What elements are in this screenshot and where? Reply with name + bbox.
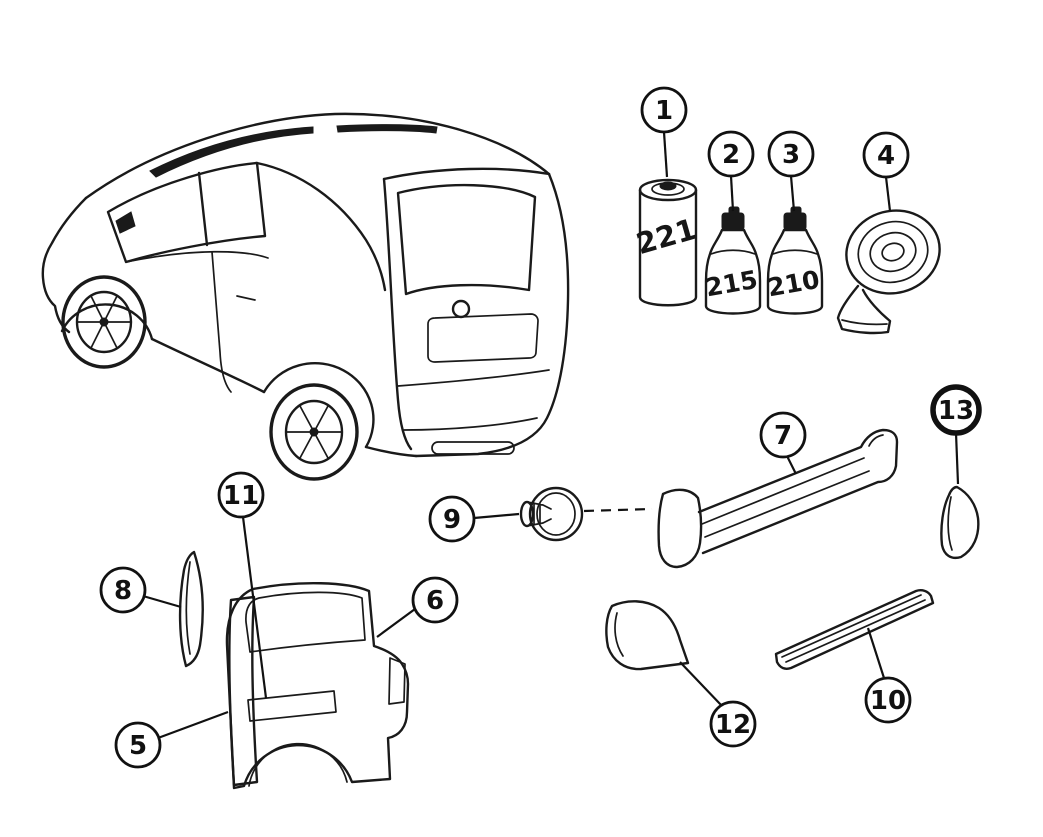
svg-text:8: 8 (114, 576, 132, 606)
callout-5[interactable]: 5 (114, 710, 229, 769)
assembly-dashed-line (583, 507, 653, 513)
svg-text:6: 6 (426, 586, 444, 616)
svg-text:3: 3 (782, 140, 800, 170)
car-illustration (41, 112, 570, 481)
callout-7[interactable]: 7 (759, 411, 807, 475)
svg-text:2: 2 (722, 140, 740, 170)
svg-text:1: 1 (655, 96, 673, 126)
leader-line-5 (157, 710, 229, 740)
svg-text:13: 13 (938, 396, 974, 426)
leader-line-1 (662, 131, 669, 178)
part-11-label-plate (247, 690, 337, 722)
callout-2[interactable]: 2 (707, 130, 755, 212)
leader-line-9 (473, 512, 520, 520)
part-5-protective-film (228, 595, 259, 787)
part-13-trim-piece (940, 485, 980, 559)
callout-8[interactable]: 8 (99, 566, 182, 614)
part-12-corner-trim (605, 600, 690, 671)
leader-line-4 (884, 176, 892, 212)
roof-rail (149, 126, 314, 178)
bottle-product-number: 215 (703, 265, 759, 303)
canister-nozzle (659, 181, 677, 191)
callout-9[interactable]: 9 (428, 495, 520, 543)
bottle-cap (783, 212, 807, 231)
part-7-rocker-panel-trim (657, 428, 899, 569)
callout-1[interactable]: 1 (640, 86, 688, 178)
side-windows (106, 161, 267, 264)
rear-wheel (269, 383, 359, 481)
clip-head (519, 500, 535, 528)
leader-line-11 (241, 516, 268, 699)
front-wheel (61, 275, 147, 369)
callouts: 1 2 3 4 5 6 7 (99, 86, 982, 769)
part-3-bottle: 210 (765, 206, 824, 315)
license-plate-recess (427, 313, 539, 363)
callout-3[interactable]: 3 (767, 130, 815, 212)
leader-line-3 (789, 175, 796, 212)
part-9-fastener-clip (519, 486, 584, 542)
leader-line-7 (786, 455, 797, 475)
part-8-edge-trim-strip (178, 550, 204, 668)
svg-text:5: 5 (129, 731, 147, 761)
taillight (388, 657, 406, 705)
svg-text:11: 11 (223, 481, 259, 511)
door-handle (236, 295, 256, 301)
leader-line-12 (679, 661, 723, 707)
leader-line-13 (954, 432, 960, 485)
callout-13-selected[interactable]: 13 (930, 384, 982, 485)
canister-product-number: 221 (632, 212, 700, 261)
bottle-cap (721, 212, 745, 231)
callout-11[interactable]: 11 (217, 471, 268, 699)
leader-line-2 (729, 175, 735, 212)
svg-text:12: 12 (715, 710, 751, 740)
side-mirror (115, 211, 136, 234)
quarter-window (245, 591, 366, 653)
part-4-tape-roll (836, 209, 941, 335)
leader-line-8 (142, 594, 182, 609)
part-6-quarter-panel (225, 581, 410, 790)
leader-line-10 (866, 627, 886, 679)
roof-rail (336, 124, 438, 134)
callout-12[interactable]: 12 (679, 661, 757, 748)
brand-emblem-icon (451, 299, 471, 319)
rear-window (396, 183, 537, 296)
svg-text:4: 4 (877, 141, 895, 171)
bottle-product-number: 210 (765, 265, 821, 303)
svg-text:7: 7 (774, 421, 792, 451)
highlight-circle (930, 384, 982, 436)
callout-4[interactable]: 4 (862, 131, 910, 212)
leader-line-6 (376, 608, 416, 638)
callout-6[interactable]: 6 (376, 576, 459, 638)
svg-text:9: 9 (443, 505, 461, 535)
callout-10[interactable]: 10 (864, 627, 912, 724)
svg-text:10: 10 (870, 686, 906, 716)
part-10-sill-trim-strip (774, 589, 935, 670)
part-1-aerosol-canister: 221 (632, 178, 700, 307)
part-2-bottle: 215 (703, 206, 762, 315)
